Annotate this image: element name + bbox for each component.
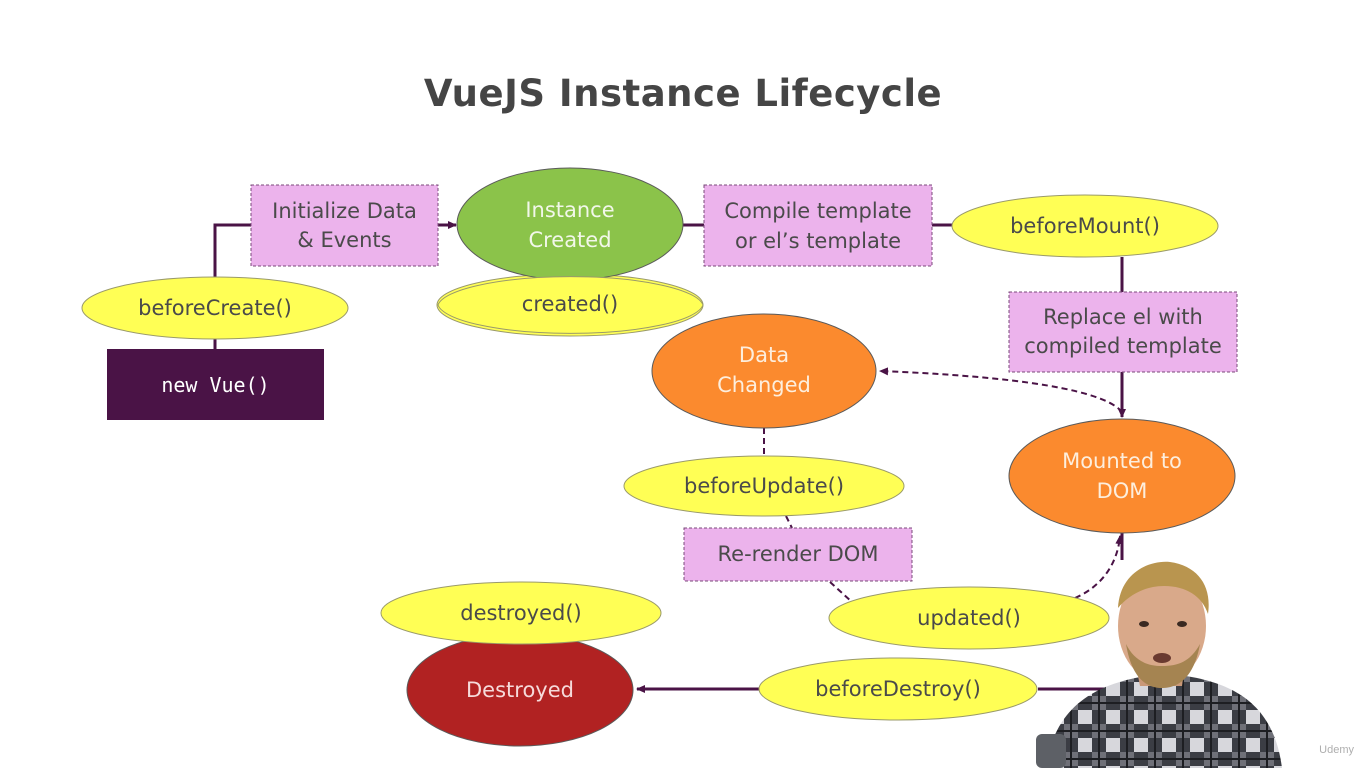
destroyed-hook-label: destroyed() [460, 601, 582, 625]
destroyed-hook: destroyed() [380, 581, 662, 645]
updated-hook: updated() [828, 586, 1110, 650]
rerender-dom-label: Re-render DOM [718, 542, 879, 566]
dashed-arrow-updated-mounted [1074, 535, 1124, 599]
presenter-webcam [1036, 556, 1284, 768]
destroyed-state-label: Destroyed [466, 678, 574, 702]
data-changed-node: Data Changed [651, 313, 877, 429]
data-changed-line2: Changed [717, 373, 811, 397]
before-update-hook: beforeUpdate() [623, 455, 905, 517]
created-hook-overlay: created() [437, 276, 704, 334]
udemy-watermark: Udemy [1319, 744, 1354, 756]
mounted-to-dom-node: Mounted to DOM [1008, 418, 1236, 534]
before-update-label: beforeUpdate() [684, 474, 844, 498]
compile-template-box: Compile template or el’s template [703, 184, 933, 267]
mounted-to-dom-line2: DOM [1097, 479, 1148, 503]
before-mount-hook: beforeMount() [951, 194, 1219, 258]
rerender-dom-box: Re-render DOM [683, 527, 913, 582]
before-destroy-hook: beforeDestroy() [758, 657, 1038, 721]
replace-el-line2: compiled template [1024, 334, 1222, 358]
instance-created-line2: Created [528, 228, 611, 252]
new-vue-box: new Vue() [107, 349, 324, 420]
replace-el-box: Replace el with compiled template [1008, 291, 1238, 373]
dashed-beforeupdate-rerender [785, 515, 793, 529]
compile-template-line2: or el’s template [735, 229, 901, 253]
dashed-rerender-updated [829, 581, 853, 603]
instance-created-node: Instance Created [456, 167, 684, 281]
new-vue-label: new Vue() [161, 373, 269, 397]
connector-beforecreate-init [213, 223, 251, 278]
instance-created-line1: Instance [525, 198, 614, 222]
dashed-arrow-mounted-datachanged [879, 367, 1123, 413]
updated-label: updated() [917, 606, 1021, 630]
before-create-label: beforeCreate() [138, 296, 292, 320]
created-label-front: created() [522, 292, 618, 316]
replace-el-line1: Replace el with [1043, 305, 1203, 329]
slide-title: VueJS Instance Lifecycle [423, 72, 943, 115]
mounted-to-dom-line1: Mounted to [1062, 449, 1182, 473]
compile-template-line1: Compile template [724, 199, 911, 223]
before-create-hook: beforeCreate() [81, 276, 349, 340]
init-data-events-line2: & Events [297, 228, 391, 252]
init-data-events-box: Initialize Data & Events [250, 184, 439, 267]
data-changed-line1: Data [739, 343, 789, 367]
before-mount-label: beforeMount() [1010, 214, 1160, 238]
init-data-events-line1: Initialize Data [272, 199, 417, 223]
before-destroy-label: beforeDestroy() [815, 677, 981, 701]
presenter-figure [1036, 561, 1282, 768]
destroyed-state-node: Destroyed [406, 633, 634, 747]
